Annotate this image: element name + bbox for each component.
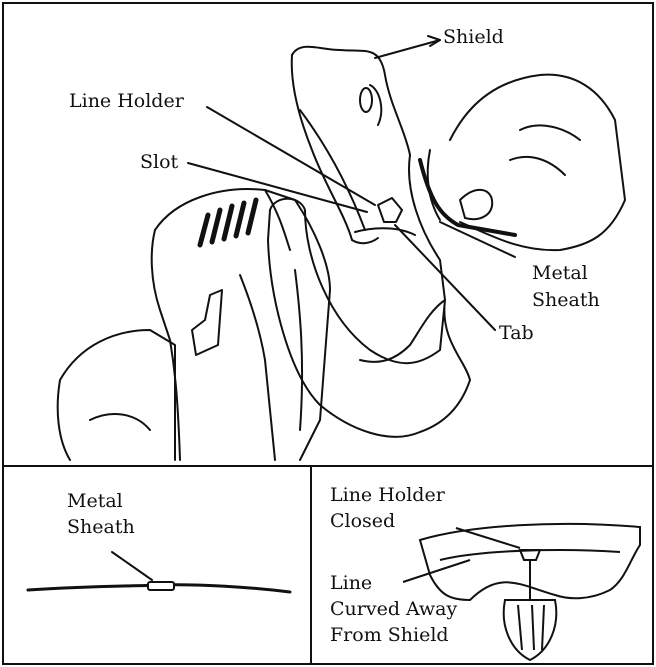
leader-holder-closed	[456, 528, 520, 548]
leader-slot	[188, 163, 367, 212]
vent-slits	[200, 200, 256, 245]
shield-screw-hole	[360, 88, 372, 112]
leader-line-curved	[403, 560, 470, 582]
label-line-curved-1: Line	[330, 572, 372, 594]
latch	[192, 290, 222, 355]
sheath-line	[420, 160, 515, 235]
guard	[268, 199, 470, 437]
inset-left-drawing	[28, 552, 290, 592]
label-line-holder-closed-1: Line Holder	[330, 484, 445, 506]
leader-shield	[375, 40, 440, 58]
label-line-curved-3: From Shield	[330, 624, 449, 646]
label-metal-sheath-inset-2: Sheath	[67, 516, 135, 538]
label-metal-sheath-inset-1: Metal	[67, 490, 123, 512]
label-line-curved-2: Curved Away	[330, 598, 457, 620]
label-metal-sheath-main-1: Metal	[532, 262, 588, 284]
tool-body	[155, 189, 330, 460]
line-holder-part	[378, 198, 402, 222]
right-hand	[450, 75, 625, 250]
label-line-holder: Line Holder	[69, 90, 184, 112]
label-slot: Slot	[140, 151, 178, 173]
label-tab: Tab	[499, 322, 534, 344]
label-shield: Shield	[443, 26, 504, 48]
label-metal-sheath-main-2: Sheath	[532, 289, 600, 311]
leader-inset-sheath	[112, 552, 152, 580]
spool	[504, 600, 557, 660]
shield-plate	[292, 47, 445, 362]
left-hand	[58, 330, 175, 460]
sheath-sleeve	[148, 582, 174, 590]
label-line-holder-closed-2: Closed	[330, 510, 395, 532]
